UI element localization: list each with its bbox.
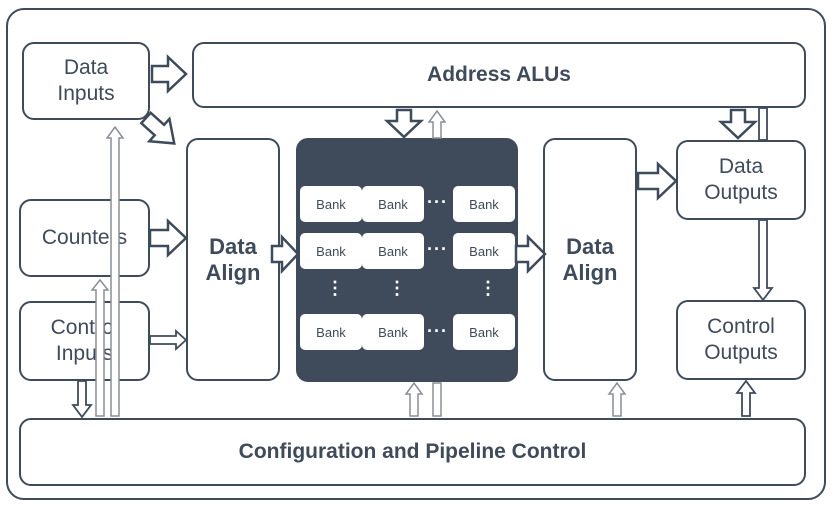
arrow-align-to-data-outputs	[636, 161, 678, 201]
arrow-data-inputs-to-align	[139, 111, 176, 145]
bank-r2-c1: Bank	[300, 233, 362, 269]
arrow-alus-to-data-outputs	[717, 108, 759, 140]
counters-label: Counters	[41, 226, 128, 249]
memory-bank-array: Bank Bank Bank Bank Bank Bank Bank Bank …	[296, 138, 518, 382]
arrow-memory-to-align	[514, 233, 547, 275]
hollow-line-config-to-memory-2	[432, 382, 442, 417]
bank-r3-c2: Bank	[362, 314, 424, 350]
line-alus-right	[758, 107, 768, 141]
control-outputs-label: Control Outputs	[704, 315, 778, 364]
data-inputs-box: Data Inputs	[22, 42, 150, 120]
arrow-data-outputs-to-control-outputs	[752, 219, 774, 302]
ellipsis-h-r1: ···	[427, 192, 448, 212]
data-align-left-label: Data Align	[205, 233, 261, 285]
bank-r1-c2: Bank	[362, 186, 424, 222]
bank-r1-c1: Bank	[300, 186, 362, 222]
ellipsis-h-r2: ···	[427, 239, 448, 259]
config-pipeline-label: Configuration and Pipeline Control	[238, 440, 587, 463]
arrow-config-to-control-outputs	[735, 379, 757, 417]
hollow-arrow-config-to-align-right	[607, 381, 627, 417]
arrow-control-inputs-to-align	[149, 328, 188, 352]
hollow-arrow-config-to-counters	[90, 278, 110, 417]
hollow-arrow-alus-to-memory-up	[427, 109, 447, 139]
arrow-alus-to-memory	[383, 108, 425, 139]
ellipsis-h-r3: ···	[427, 321, 448, 341]
bank-r2-c2: Bank	[362, 233, 424, 269]
control-outputs-box: Control Outputs	[676, 300, 806, 380]
arrow-counters-to-align	[148, 218, 188, 258]
bank-r2-c3: Bank	[453, 233, 515, 269]
hollow-arrow-config-to-memory	[404, 381, 424, 417]
data-outputs-box: Data Outputs	[676, 140, 806, 220]
arrow-align-to-memory	[270, 233, 300, 275]
bank-r3-c3: Bank	[453, 314, 515, 350]
config-pipeline-box: Configuration and Pipeline Control	[19, 418, 806, 486]
arrow-data-inputs-to-alus	[150, 54, 188, 94]
address-alus-label: Address ALUs	[427, 63, 571, 86]
outer-frame	[6, 8, 826, 500]
data-outputs-label: Data Outputs	[704, 155, 778, 204]
bank-r3-c1: Bank	[300, 314, 362, 350]
data-align-right-label: Data Align	[562, 233, 618, 285]
hollow-arrow-config-to-data-inputs	[105, 125, 125, 417]
bank-r1-c3: Bank	[453, 186, 515, 222]
data-align-left-box: Data Align	[186, 138, 280, 381]
data-inputs-label: Data Inputs	[57, 56, 115, 105]
address-alus-box: Address ALUs	[192, 42, 806, 108]
data-align-right-box: Data Align	[543, 138, 637, 381]
arrow-control-inputs-to-config	[71, 380, 93, 419]
